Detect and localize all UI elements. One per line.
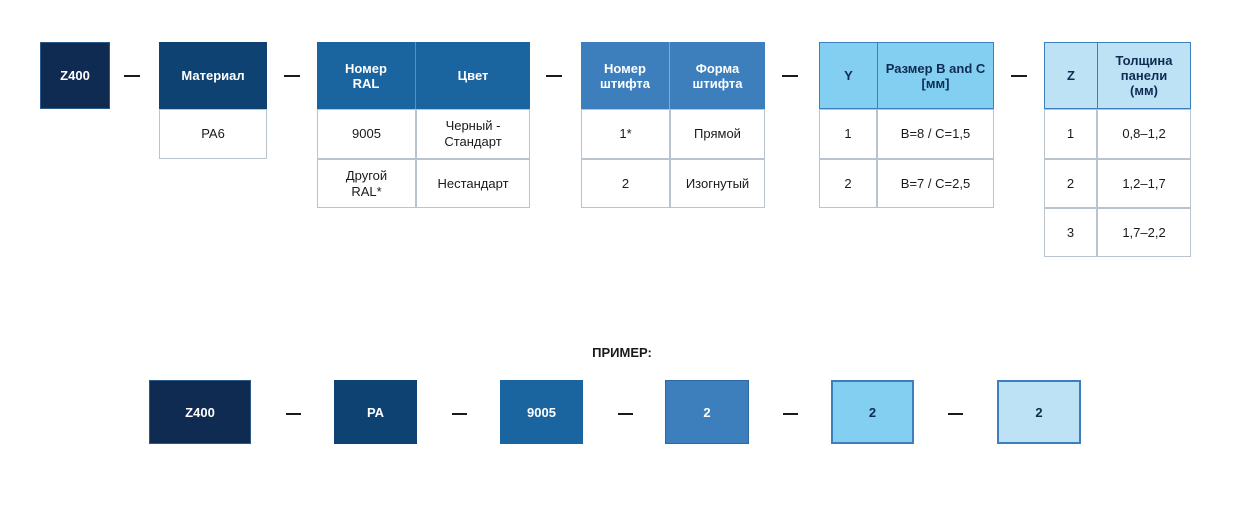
example-box-z400: Z400 — [149, 380, 251, 444]
table-cell: B=8 / C=1,5 — [877, 109, 994, 159]
ral-table: Номер RAL Цвет 9005 Черный - Стандарт Др… — [317, 42, 530, 208]
ral-row1-color: Черный - Стандарт — [444, 118, 502, 149]
example-material-label: PA — [366, 404, 385, 420]
y-header-label: Y — [844, 68, 853, 83]
separator — [286, 413, 301, 415]
example-box-z: 2 — [997, 380, 1081, 444]
pin-row2-shape: Изогнутый — [685, 175, 750, 191]
table-cell: 1* — [581, 109, 670, 159]
y-table: Y Размер B and C [мм] 1 B=8 / C=1,5 2 B=… — [819, 42, 994, 208]
example-box-pin: 2 — [665, 380, 749, 444]
table-cell: 9005 — [317, 109, 416, 159]
separator — [284, 75, 300, 77]
example-z400-label: Z400 — [185, 404, 215, 420]
ral-header-number-label: Номер RAL — [345, 60, 387, 91]
ral-row2-color: Нестандарт — [437, 175, 509, 191]
z-header-thickness-label: Толщина панели (мм) — [1115, 53, 1173, 98]
z-row1-index: 1 — [1066, 126, 1075, 141]
example-title: ПРИМЕР: — [592, 345, 652, 360]
y-row1-size: B=8 / C=1,5 — [900, 126, 971, 141]
example-pin-label: 2 — [703, 404, 711, 420]
ral-row2-number: Другой RAL* — [345, 167, 388, 199]
z-table: Z Толщина панели (мм) 1 0,8–1,2 2 1,2–1,… — [1044, 42, 1191, 257]
example-box-material: PA — [334, 380, 417, 444]
table-cell: B=7 / C=2,5 — [877, 159, 994, 208]
y-row1-index: 1 — [844, 126, 852, 141]
pin-row1-shape: Прямой — [694, 126, 741, 141]
table-cell: 2 — [819, 159, 877, 208]
example-y-label: 2 — [868, 404, 877, 420]
separator — [546, 75, 562, 77]
table-cell: 1,7–2,2 — [1097, 208, 1191, 257]
table-cell: 0,8–1,2 — [1097, 109, 1191, 159]
ral-header-color-label: Цвет — [457, 68, 489, 83]
material-table: Материал PA6 — [159, 42, 267, 159]
pin-header-number: Номер штифта — [581, 42, 670, 109]
z-header-thickness: Толщина панели (мм) — [1097, 42, 1191, 109]
y-header-size-label: Размер B and C [мм] — [885, 60, 986, 91]
material-header-label: Материал — [181, 68, 245, 83]
z-header-label: Z — [1067, 68, 1075, 83]
example-ral-label: 9005 — [527, 404, 556, 420]
table-cell: 2 — [581, 159, 670, 208]
y-row2-index: 2 — [844, 175, 852, 191]
z400-box: Z400 — [40, 42, 110, 109]
material-header: Материал — [159, 42, 267, 109]
separator — [452, 413, 467, 415]
y-row2-size: B=7 / C=2,5 — [900, 175, 971, 191]
separator — [124, 75, 140, 77]
z-row2-thickness: 1,2–1,7 — [1122, 175, 1166, 191]
z-row2-index: 2 — [1066, 175, 1075, 191]
separator — [948, 413, 963, 415]
pin-row2-number: 2 — [621, 175, 630, 191]
material-value-label: PA6 — [201, 126, 225, 141]
z-header: Z — [1044, 42, 1097, 109]
table-cell: 3 — [1044, 208, 1097, 257]
z-row3-index: 3 — [1066, 224, 1075, 240]
y-header-size: Размер B and C [мм] — [877, 42, 994, 109]
table-cell: Черный - Стандарт — [416, 109, 530, 159]
separator — [783, 413, 798, 415]
separator — [618, 413, 633, 415]
separator — [1011, 75, 1027, 77]
pin-row1-number: 1* — [619, 126, 632, 141]
ral-header-color: Цвет — [416, 42, 530, 109]
table-cell: Нестандарт — [416, 159, 530, 208]
ral-header-number: Номер RAL — [317, 42, 416, 109]
table-cell: Другой RAL* — [317, 159, 416, 208]
separator — [782, 75, 798, 77]
ral-row1-number: 9005 — [352, 126, 381, 141]
z-row1-thickness: 0,8–1,2 — [1122, 126, 1166, 141]
z-row3-thickness: 1,7–2,2 — [1122, 224, 1166, 240]
z400-label: Z400 — [60, 68, 90, 83]
pin-header-shape-label: Форма штифта — [692, 60, 743, 91]
pin-header-shape: Форма штифта — [670, 42, 765, 109]
table-cell: 1 — [819, 109, 877, 159]
example-z-label: 2 — [1035, 404, 1043, 420]
example-box-ral: 9005 — [500, 380, 583, 444]
pin-header-number-label: Номер штифта — [600, 60, 650, 91]
pin-table: Номер штифта Форма штифта 1* Прямой 2 Из… — [581, 42, 765, 208]
y-header: Y — [819, 42, 877, 109]
material-value: PA6 — [159, 109, 267, 159]
table-cell: Изогнутый — [670, 159, 765, 208]
table-cell: 1,2–1,7 — [1097, 159, 1191, 208]
example-box-y: 2 — [831, 380, 914, 444]
table-cell: Прямой — [670, 109, 765, 159]
table-cell: 1 — [1044, 109, 1097, 159]
table-cell: 2 — [1044, 159, 1097, 208]
